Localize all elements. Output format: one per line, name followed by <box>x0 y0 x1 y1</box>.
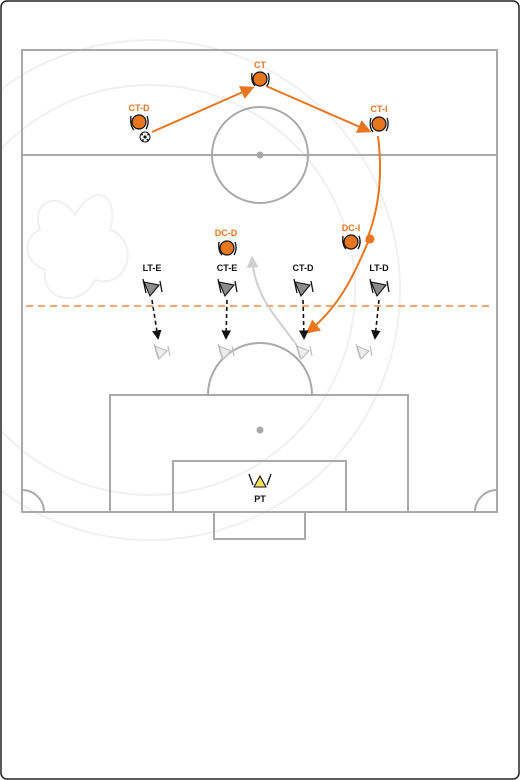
goalkeeper-icon <box>248 473 272 488</box>
attacker-player-icon <box>218 240 237 256</box>
run-arrow-ghost <box>246 255 301 351</box>
defender-lt-d[interactable]: LT-D <box>369 263 390 298</box>
corner-arc-left <box>21 489 45 513</box>
attacker-dc-d[interactable]: DC-D <box>215 228 238 256</box>
defender-ghost-positions <box>153 343 373 361</box>
attacker-label-ct: CT <box>254 60 266 70</box>
center-circle <box>211 106 309 204</box>
penalty-arc <box>207 342 313 396</box>
goal <box>213 511 306 540</box>
defender-label-lt-e: LT-E <box>143 263 162 273</box>
defender-label-ct-d: CT-D <box>293 263 314 273</box>
defender-drop-arrows <box>151 299 381 340</box>
defender-player-icon <box>369 278 390 298</box>
corner-arc-right <box>474 489 498 513</box>
attacker-player-icon <box>130 114 149 131</box>
attacker-label-ct-i: CT-I <box>371 104 388 114</box>
attacker-ct[interactable]: CT <box>251 60 270 87</box>
attacker-player-icon <box>342 234 361 250</box>
attacker-player-icon <box>369 116 389 133</box>
goalkeeper[interactable]: PT <box>248 473 272 504</box>
defender-player-icon <box>142 278 163 298</box>
drop-arrow-cte <box>221 299 232 340</box>
drop-arrow-ctd <box>298 299 309 340</box>
defender-ct-d[interactable]: CT-D <box>293 263 314 298</box>
attacker-ct-d[interactable]: CT-D <box>129 103 151 143</box>
attacker-label-ct-d: CT-D <box>129 103 150 113</box>
ghost-defender-lte <box>153 343 171 361</box>
pass-arrow-ctd-to-ct <box>151 86 255 133</box>
attacker-dc-i[interactable]: DC-I <box>342 223 361 250</box>
soccer-ball-icon <box>139 131 151 143</box>
defender-player-icon <box>217 278 238 298</box>
attacker-player-icon <box>251 71 270 87</box>
attacker-ct-i[interactable]: CT-I <box>369 104 389 133</box>
defender-player-icon <box>293 278 314 298</box>
defender-ct-e[interactable]: CT-E <box>217 263 238 298</box>
watermark-seal <box>0 39 401 541</box>
ghost-defender-cte <box>217 343 235 361</box>
defender-label-lt-d: LT-D <box>369 263 389 273</box>
attacker-label-dc-i: DC-I <box>342 223 361 233</box>
attacker-label-dc-d: DC-D <box>215 228 238 238</box>
drop-arrow-ltd <box>371 299 381 340</box>
defender-label-ct-e: CT-E <box>217 263 238 273</box>
center-spot <box>256 151 264 159</box>
pass-arrow-cti-to-space <box>305 241 369 334</box>
pass-arrow-ct-to-cti <box>265 85 372 133</box>
pass-origin-dot <box>365 234 375 244</box>
goalkeeper-label: PT <box>254 494 266 504</box>
ghost-defender-ltd <box>355 343 373 361</box>
defender-lt-e[interactable]: LT-E <box>142 263 163 298</box>
penalty-spot <box>256 426 264 434</box>
pitch <box>21 49 498 540</box>
ghost-defender-ctd <box>295 343 313 361</box>
